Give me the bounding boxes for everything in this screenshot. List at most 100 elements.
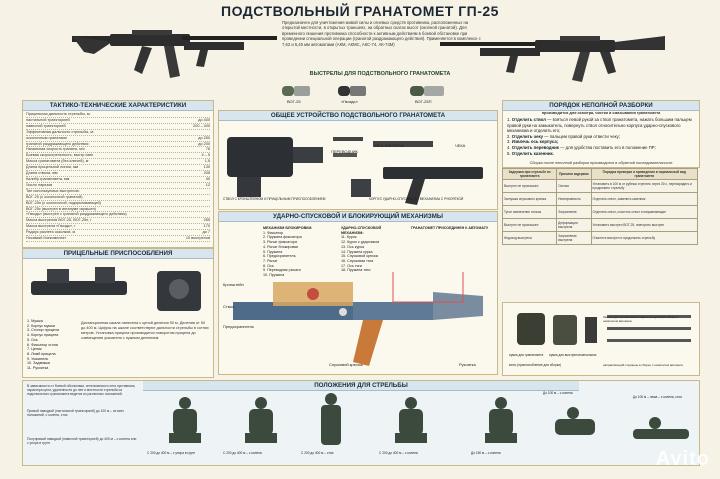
pos-caption-2: С 200 до 400 м – с колена — [223, 451, 262, 455]
spec-row: Калибр гранатомета, мм 40 — [26, 177, 210, 183]
sights-image — [31, 267, 201, 311]
table-cell: Очистить выстрел и продолжить стрельбу — [590, 231, 698, 245]
spec-value: до 7 — [202, 230, 211, 235]
spec-row: ВОГ-25с (выстрел в ингалуме окрашен) — [26, 207, 210, 213]
general-title: ОБЩЕЕ УСТРОЙСТВО ПОДСТВОЛЬНОГО ГРАНАТОМЕ… — [219, 111, 497, 121]
disassembly-title: ПОРЯДОК НЕПОЛНОЙ РАЗБОРКИ — [503, 101, 699, 111]
spec-row: Масса выстрелов ВОГ-25, ВОГ-25п, г 255 — [26, 218, 210, 225]
spec-key: Тип используемых выстрелов: — [26, 188, 80, 193]
spec-key: Масса выстрелов ВОГ-25, ВОГ-25п, г — [26, 218, 92, 223]
general-label-axis: ОСЬ КОРПУСА — [375, 143, 404, 148]
acc-label-butt: затыльник — [581, 353, 597, 357]
trigger-panel: УДАРНО-СПУСКОВОЙ И БЛОКИРУЮЩИЙ МЕХАНИЗМЫ… — [218, 211, 498, 375]
spec-value: 200 – 400 — [193, 123, 210, 128]
table-cell: Установить выстрел ВОГ-25, повторить выс… — [590, 218, 698, 232]
spec-key: ВОГ-25п (с осколочной, подпрыгивающей) — [26, 200, 101, 205]
spec-row: Длина ствола, мм 205 — [26, 171, 210, 177]
sight-item: 9. Указатель — [27, 356, 49, 361]
positions-panel: ПОЛОЖЕНИЯ ДЛЯ СТРЕЛЬБЫ В зависимости от … — [22, 380, 700, 466]
disassembly-step: 2. Отделить чеку — пальцем правой руки о… — [507, 134, 695, 140]
table-cell: Осечка — [556, 179, 592, 193]
spec-key: Масса выстрела «Гвоздь», г — [26, 224, 76, 229]
positions-title: ПОЛОЖЕНИЯ ДЛЯ СТРЕЛЬБЫ — [143, 381, 579, 391]
block-mech-title: МЕХАНИЗМ БЛОКИРОВКИ: — [263, 226, 313, 230]
trigger-mechanism-diagram — [233, 272, 483, 366]
specs-panel: ТАКТИКО-ТЕХНИЧЕСКИЕ ХАРАКТЕРИСТИКИ Прице… — [22, 100, 214, 248]
step-t: — взяться левой рукой за ствол гранатоме… — [507, 117, 692, 134]
spec-value: до 400 — [198, 117, 210, 122]
pos-caption-1: С 200 до 400 м – с упора в грунт — [147, 451, 196, 455]
step-b: Отделить ствол — [511, 117, 546, 122]
spec-row: Боевая скорострельность, выстр./мин 4 – 5 — [26, 153, 210, 160]
pos-caption-7: До 100 м – лежа – с колена, стоя — [633, 395, 682, 399]
disassembly-step: 1. Отделить ствол — взяться левой рукой … — [507, 117, 695, 134]
disassembly-step: 5. Отделить казенник. — [507, 151, 695, 157]
spec-key: Калибр гранатомета, мм — [26, 176, 70, 181]
spec-row: Тип используемых выстрелов: — [26, 189, 210, 195]
ammo-gvozd-icon — [338, 86, 366, 96]
side-label-barrel: Ствол — [223, 304, 235, 309]
step-n: 2. — [507, 133, 511, 139]
general-panel: ОБЩЕЕ УСТРОЙСТВО ПОДСТВОЛЬНОГО ГРАНАТОМЕ… — [218, 110, 498, 210]
soldiers-image — [169, 393, 689, 445]
spec-row: настильной траекторией до 400 — [26, 118, 210, 124]
step-b: Отделить переводник — [511, 144, 559, 150]
step-t: — пальцем правой руки отвести чеку; — [543, 133, 620, 139]
rifle-left-image — [72, 30, 277, 78]
step-b: Извлечь ось корпуса; — [511, 139, 559, 145]
spec-row: «Гвоздь» (выстрел с гранатой раздражающе… — [26, 212, 210, 219]
step-b: Отделить казенник. — [511, 150, 554, 156]
spec-value: до 200 — [198, 141, 210, 146]
spec-value: 40 — [205, 176, 210, 181]
block-item: 9. Переводник рычага — [263, 268, 301, 273]
spec-key: настильной траекторией — [26, 117, 70, 122]
block-item: 7. Рычаг — [263, 258, 278, 263]
acc-label-ammo-bag: сумка для выстрелов — [549, 353, 581, 357]
usm-item: 17. Ось тяги — [341, 263, 362, 268]
spec-key: Длина прицельной линии, мм — [26, 165, 79, 170]
ammo-vog25-icon — [282, 86, 310, 96]
spec-key: Боевая скорострельность, выстр./мин — [26, 153, 94, 158]
block-item: 2. Пружина фиксатора — [263, 235, 302, 240]
spec-value: 10 выстрелов — [185, 236, 210, 241]
spec-value: 205 — [203, 171, 210, 176]
general-label-body: КОРПУС УДАРНО-СПУСКОВОГО МЕХАНИЗМА С РУК… — [369, 197, 464, 201]
spec-row: Эффективная дальность стрельбы, м: — [26, 130, 210, 136]
disassembly-step: 3. Извлечь ось корпуса; — [507, 139, 695, 145]
pos-caption-5: До 150 м – с колена — [471, 451, 501, 455]
ammo-label-2: «Гвоздь» — [341, 99, 358, 104]
spec-row: Длина прицельной линии, мм 130 — [26, 165, 210, 172]
sight-item: 1. Мушка — [27, 319, 43, 323]
spec-row: навесной траекторией 200 – 400 — [26, 124, 210, 130]
disassembly-subtitle: производится для осмотра, чистки и смазы… — [541, 111, 661, 115]
faults-table: Задержка при стрельбе из гранатомета При… — [501, 168, 698, 245]
purpose-text: Предназначен для уничтожения живой силы … — [282, 20, 481, 47]
spec-value: 130 — [203, 165, 210, 170]
spec-value: 255 — [203, 218, 210, 223]
side-label-safety: Предохранитель — [223, 324, 254, 329]
spec-key: навесной траекторией — [26, 123, 66, 128]
faults-header: Причина задержки — [556, 168, 592, 180]
block-item: 3. Рычаг фиксатора — [263, 240, 297, 245]
spec-key: Длина ствола, мм — [26, 171, 58, 176]
acc-label-bag: сумка для гранатомета — [509, 353, 544, 357]
spec-key: Прицельная дальность стрельбы, м: — [26, 112, 91, 116]
sight-item: 4. Корпус прицела — [27, 333, 59, 338]
positions-note-indirect: Полупрямой наводкой (навесной траекторие… — [27, 437, 137, 446]
step-n: 4. — [507, 144, 511, 150]
step-n: 1. — [507, 117, 511, 122]
block-item: 4. Рычаг блокировки — [263, 244, 299, 249]
positions-note-direct: Прямой наводкой (настильной траекторией)… — [27, 409, 124, 418]
spec-value: 76 — [205, 147, 210, 152]
spec-value: 4 – 5 — [201, 153, 210, 158]
spec-key: осколочным гранатами — [26, 135, 67, 140]
general-label-cheka: ЧЕКА — [455, 143, 466, 148]
spec-key: «Гвоздь» (выстрел с гранатой раздражающе… — [26, 212, 127, 217]
